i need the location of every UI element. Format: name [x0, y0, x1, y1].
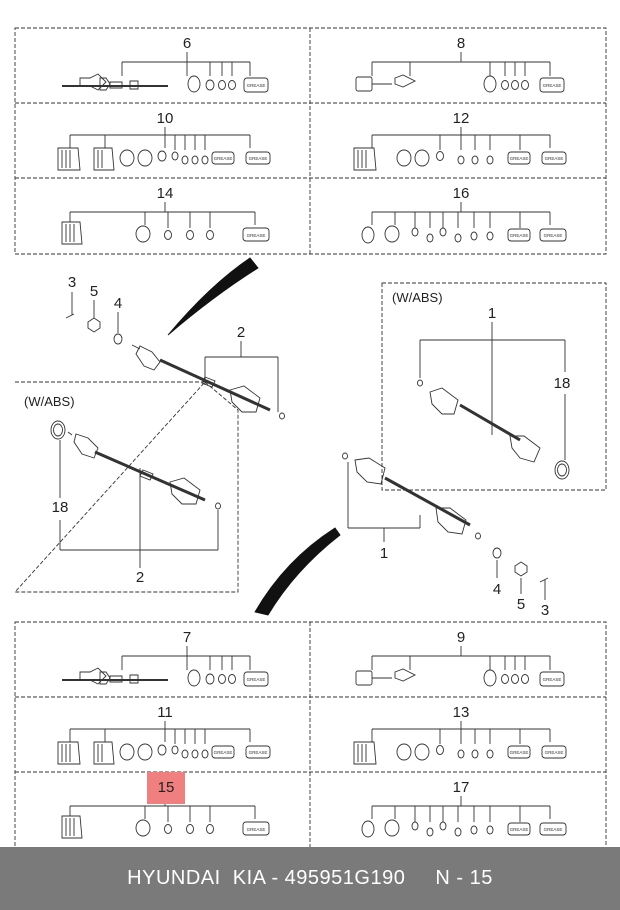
svg-text:2: 2 — [237, 324, 245, 341]
panel-6[interactable]: 6 GREASE — [62, 35, 269, 93]
footer-bar: HYUNDAI KIA - 495951G190 N - 15 — [0, 847, 620, 910]
svg-text:GREASE: GREASE — [249, 750, 268, 755]
panel-11[interactable]: 11 GREASE GREASE — [57, 704, 271, 765]
svg-text:6: 6 — [183, 35, 191, 52]
svg-text:18: 18 — [554, 375, 571, 392]
panel-13[interactable]: 13 GREASE GREASE — [353, 704, 567, 765]
panel-7[interactable]: 7 GREASE — [62, 629, 269, 687]
svg-text:5: 5 — [517, 596, 525, 613]
right-abs-box[interactable]: (W/ABS) 1 18 — [381, 282, 607, 491]
svg-text:GREASE: GREASE — [214, 156, 233, 161]
left-abs-box[interactable]: (W/ABS) 18 2 — [13, 381, 239, 593]
svg-text:GREASE: GREASE — [543, 83, 562, 88]
panel-10[interactable]: 10 GREASE GREASE — [57, 110, 271, 171]
svg-text:GREASE: GREASE — [545, 750, 564, 755]
svg-text:16: 16 — [453, 185, 470, 202]
direction-arrow-top — [167, 257, 259, 336]
svg-text:18: 18 — [52, 499, 69, 516]
svg-text:GREASE: GREASE — [510, 750, 529, 755]
svg-text:1: 1 — [488, 305, 496, 322]
svg-text:GREASE: GREASE — [247, 83, 266, 88]
left-drive-shaft-group[interactable]: 3 5 4 2 — [65, 274, 285, 420]
svg-text:GREASE: GREASE — [249, 156, 268, 161]
svg-text:GREASE: GREASE — [544, 233, 563, 238]
svg-text:4: 4 — [114, 295, 122, 312]
panel-12[interactable]: 12 GREASE GREASE — [353, 110, 567, 171]
svg-text:GREASE: GREASE — [545, 156, 564, 161]
panel-8[interactable]: 8 GREASE — [355, 35, 565, 93]
svg-text:GREASE: GREASE — [510, 233, 529, 238]
svg-text:10: 10 — [157, 110, 174, 127]
svg-text:14: 14 — [157, 185, 174, 202]
footer-part-number: HYUNDAI KIA - 495951G190 — [127, 867, 406, 889]
svg-text:(W/ABS): (W/ABS) — [24, 394, 75, 409]
panel-9[interactable]: 9 GREASE — [355, 629, 565, 687]
direction-arrow-bottom — [254, 527, 341, 616]
top-panel-grid — [14, 27, 607, 255]
svg-text:17: 17 — [453, 779, 470, 796]
panel-17[interactable]: 17 GREASE GREASE — [361, 779, 567, 838]
svg-text:4: 4 — [493, 581, 501, 598]
right-drive-shaft-group[interactable]: 1 4 5 3 — [342, 452, 550, 619]
svg-text:13: 13 — [453, 704, 470, 721]
svg-text:GREASE: GREASE — [510, 156, 529, 161]
svg-text:GREASE: GREASE — [544, 827, 563, 832]
svg-text:GREASE: GREASE — [510, 827, 529, 832]
panel-14[interactable]: 14 GREASE — [61, 185, 270, 245]
svg-text:8: 8 — [457, 35, 465, 52]
svg-text:3: 3 — [68, 274, 76, 291]
svg-text:GREASE: GREASE — [247, 233, 266, 238]
svg-text:GREASE: GREASE — [247, 827, 266, 832]
svg-text:GREASE: GREASE — [247, 677, 266, 682]
svg-text:11: 11 — [157, 704, 173, 721]
svg-text:12: 12 — [453, 110, 470, 127]
svg-text:5: 5 — [90, 283, 98, 300]
svg-text:15: 15 — [158, 779, 175, 796]
svg-text:3: 3 — [541, 602, 549, 619]
svg-text:2: 2 — [136, 569, 144, 586]
panel-15[interactable]: 15 GREASE — [61, 772, 270, 839]
panel-16[interactable]: 16 GREASE GREASE — [361, 185, 567, 244]
svg-text:GREASE: GREASE — [543, 677, 562, 682]
footer-page-number: N - 15 — [435, 867, 493, 889]
svg-text:7: 7 — [183, 629, 191, 646]
highlight-box — [147, 772, 185, 804]
svg-text:(W/ABS): (W/ABS) — [392, 290, 443, 305]
svg-text:9: 9 — [457, 629, 465, 646]
svg-text:GREASE: GREASE — [214, 750, 233, 755]
svg-text:1: 1 — [380, 545, 388, 562]
